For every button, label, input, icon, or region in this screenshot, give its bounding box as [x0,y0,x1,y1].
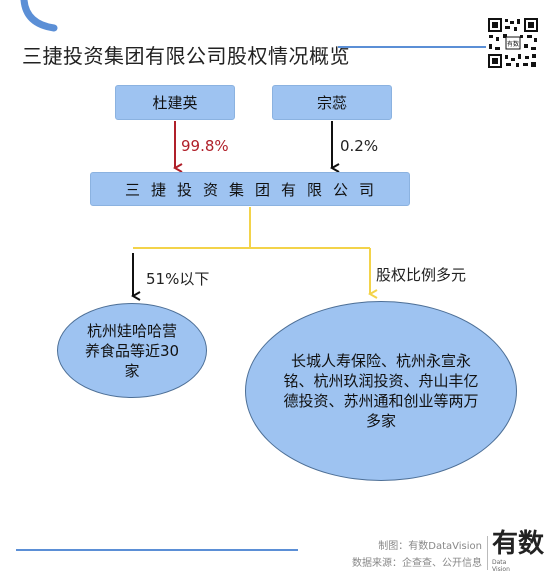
subsidiary-name: 长城人寿保险、杭州永宣永铭、杭州玖润投资、舟山丰亿德投资、苏州通和创业等两万多家 [283,352,479,430]
corner-arc-icon [20,0,58,32]
logo-sub: Data Vision [492,559,544,573]
share-label: 99.8% [181,137,229,155]
logo-separator [487,536,488,570]
footer-credit: 制图：有数DataVision [378,541,482,552]
footer-credits: 制图：有数DataVision 数据来源：企查查、公开信息 [352,538,482,572]
subsidiary-share-label: 股权比例多元 [376,266,467,284]
company-node: 三捷投资集团有限公司 [90,172,410,206]
subsidiary-node: 杭州娃哈哈营养食品等近30家 [57,303,207,398]
logo-mark: 有数 [492,529,545,559]
logo-sub-line: Data [492,559,507,566]
logo-sub-line: Vision [492,566,510,573]
subsidiary-name: 杭州娃哈哈营养食品等近30家 [84,321,180,380]
subsidiary-node: 长城人寿保险、杭州永宣永铭、杭州玖润投资、舟山丰亿德投资、苏州通和创业等两万多家 [245,301,517,481]
svg-text:有数: 有数 [507,40,519,48]
footer-divider [16,549,298,551]
footer-source: 数据来源：企查查、公开信息 [352,558,482,569]
brand-logo: 有数 Data Vision [492,529,544,573]
qr-code-icon: 有数 [487,17,539,69]
title-divider [338,46,486,48]
share-label: 0.2% [340,137,379,155]
shareholder-node: 宗蕊 [272,85,392,120]
page-title: 三捷投资集团有限公司股权情况概览 [22,44,350,68]
shareholder-node: 杜建英 [115,85,235,120]
subsidiary-share-label: 51%以下 [146,270,210,288]
